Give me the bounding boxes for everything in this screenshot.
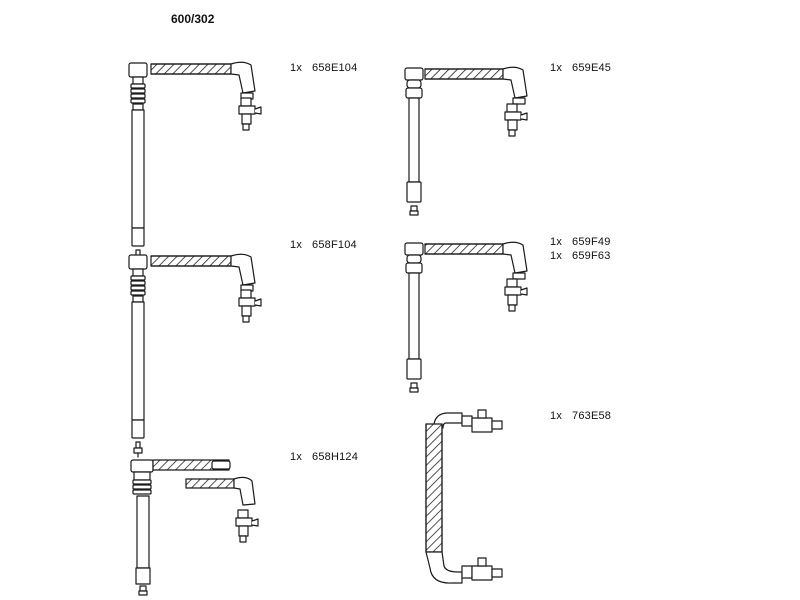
hv-cable <box>150 63 232 75</box>
plug-boot-cap <box>128 62 148 85</box>
part-code: 658F104 <box>312 239 357 251</box>
part-code: 658E104 <box>312 62 358 74</box>
part-qty: 1x <box>550 62 563 74</box>
part-code: 763E58 <box>572 410 612 422</box>
hv-cable <box>424 68 504 80</box>
hv-cable <box>150 255 232 267</box>
part-qty: 1x <box>290 62 303 74</box>
part-code: 658H124 <box>312 451 359 463</box>
coil-connector <box>235 509 259 543</box>
plug-boot-collar <box>135 567 151 585</box>
plug-boot-tube <box>136 495 150 569</box>
plug-boot-tube <box>131 301 145 421</box>
plug-boot-cap <box>128 254 148 277</box>
part-label-2: 1x 659E45 <box>550 62 611 74</box>
coil-connector <box>238 289 262 323</box>
coil-connector <box>504 278 528 312</box>
elbow-boot <box>230 61 256 94</box>
lead-658H124 <box>130 459 259 596</box>
lead-658F104 <box>128 253 262 458</box>
hv-cable <box>424 243 504 255</box>
coil-connector <box>461 557 503 581</box>
part-code: 659F63 <box>572 250 611 262</box>
part-label-1: 1x 658E104 <box>290 62 357 74</box>
plug-boot-tube <box>408 97 420 183</box>
part-qty: 1x <box>290 239 303 251</box>
elbow-boot <box>233 476 256 506</box>
plug-boot-tube <box>131 109 145 229</box>
plug-boot-cap <box>130 459 154 473</box>
part-label-6: 1x 763E58 <box>550 410 611 422</box>
part-qty: 1x <box>550 410 563 422</box>
coil-connector <box>461 409 503 433</box>
lead-659F49-659F63 <box>404 241 528 393</box>
plug-boot-collar <box>131 419 145 439</box>
lead-658E104 <box>128 61 262 266</box>
elbow-boot <box>230 253 256 286</box>
coil-connector <box>504 103 528 137</box>
part-qty: 1x <box>550 250 563 262</box>
coil-connector <box>238 97 262 131</box>
plug-boot-cap <box>404 67 424 81</box>
part-code: 659E45 <box>572 62 612 74</box>
part-label-3: 1x 658F104 <box>290 239 357 251</box>
plug-boot-tube <box>408 272 420 360</box>
elbow-boot <box>502 241 528 274</box>
hv-cable <box>185 478 235 489</box>
hv-cable <box>425 423 443 553</box>
part-label-4: 1x 659F49 <box>550 236 611 248</box>
lead-763E58 <box>425 409 503 584</box>
part-label-4b: 1x 659F63 <box>550 250 611 262</box>
plug-boot-collar <box>131 227 145 247</box>
plug-boot-collar <box>406 358 422 380</box>
diagram-title: 600/302 <box>171 12 215 26</box>
part-qty: 1x <box>550 236 563 248</box>
plug-boot-cap <box>404 242 424 256</box>
plug-boot-collar <box>406 181 422 203</box>
part-code: 659F49 <box>572 236 611 248</box>
elbow-boot <box>425 551 463 584</box>
lead-659E45 <box>404 66 528 216</box>
part-qty: 1x <box>290 451 303 463</box>
part-label-5: 1x 658H124 <box>290 451 358 463</box>
elbow-boot <box>502 66 528 99</box>
